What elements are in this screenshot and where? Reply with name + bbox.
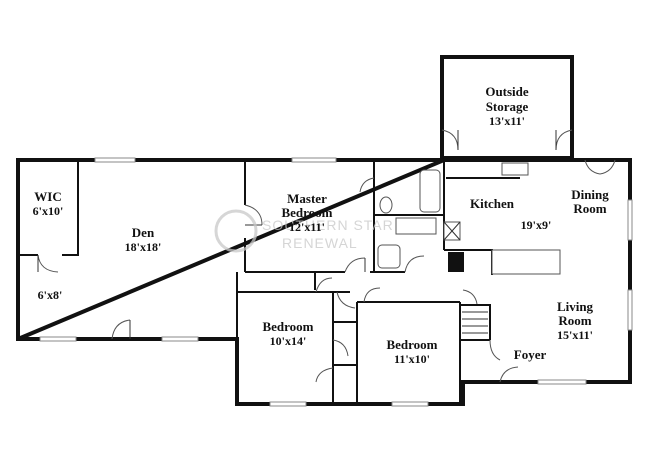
bedroom-2-name: Bedroom xyxy=(386,337,437,352)
bathtub xyxy=(419,169,441,213)
counter xyxy=(491,249,561,275)
foyer-name: Foyer xyxy=(514,347,547,362)
watermark: SOUTHERN STAR RENEWAL xyxy=(214,209,394,253)
watermark-line1: SOUTHERN STAR xyxy=(262,217,394,233)
vanity xyxy=(395,217,437,235)
bathtub-2 xyxy=(377,244,401,269)
master-bedroom-name-2: Bedroom xyxy=(281,205,332,220)
outside-storage-dim: 13'x11' xyxy=(489,114,525,128)
wic-name: WIC xyxy=(34,189,61,204)
bedroom-1-dim: 10'x14' xyxy=(270,334,307,348)
bedroom-2-dim: 11'x10' xyxy=(394,352,430,366)
doors xyxy=(37,159,616,383)
windows xyxy=(39,157,633,407)
kitchen-name: Kitchen xyxy=(470,196,515,211)
dining-room-name-2: Room xyxy=(573,201,606,216)
wic-dim: 6'x10' xyxy=(33,204,64,218)
kitchen-sink xyxy=(501,162,529,176)
outside-storage-name-1: Outside xyxy=(485,84,529,99)
living-room-dim: 15'x11' xyxy=(557,328,593,342)
staircase xyxy=(462,311,488,334)
bedroom-1-name: Bedroom xyxy=(262,319,313,334)
outside-storage-name-2: Storage xyxy=(486,99,529,114)
room-labels: Outside Storage 13'x11' WIC 6'x10' Den 1… xyxy=(33,84,610,366)
interior-walls xyxy=(18,162,520,404)
watermark-line2: RENEWAL xyxy=(282,235,358,251)
closet-dim: 6'x8' xyxy=(38,288,63,302)
living-room-name-2: Room xyxy=(558,313,591,328)
kitchen-dim: 19'x9' xyxy=(521,218,552,232)
fixtures xyxy=(377,162,561,334)
master-bedroom-dim: 12'x11' xyxy=(289,220,325,234)
fireplace xyxy=(448,252,464,272)
living-room-name-1: Living xyxy=(557,299,594,314)
den-name: Den xyxy=(132,225,155,240)
master-bedroom-name-1: Master xyxy=(287,191,327,206)
toilet xyxy=(379,196,393,214)
dining-room-name-1: Dining xyxy=(571,187,609,202)
den-dim: 18'x18' xyxy=(125,240,162,254)
